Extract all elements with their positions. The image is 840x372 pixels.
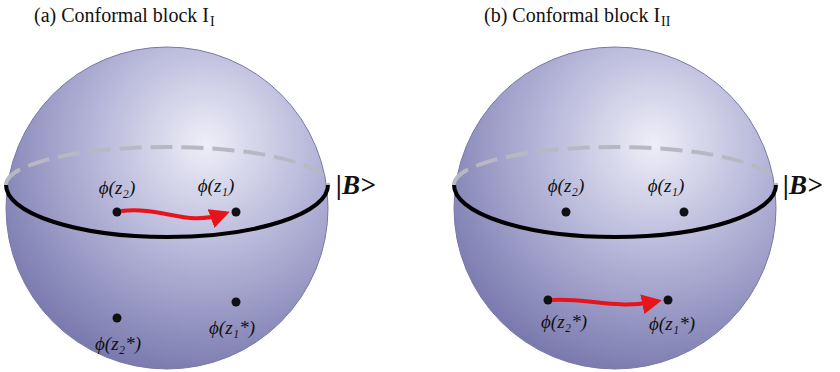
title-subscript: II [661, 14, 670, 29]
field-label: ϕ(z₂) [99, 178, 136, 199]
title-subscript: I [210, 14, 215, 29]
boundary-state: |B> [783, 171, 822, 201]
field-label: ϕ(z₂*) [541, 312, 587, 333]
field-label: ϕ(z₁*) [649, 314, 695, 335]
field-label: ϕ(z₂*) [95, 334, 141, 355]
field-label: ϕ(z₁*) [209, 318, 255, 339]
field-label: ϕ(z₂) [548, 176, 585, 197]
boundary-state: |B> [336, 171, 375, 201]
sphere-a [6, 47, 328, 369]
sphere-b [454, 47, 776, 369]
field-label: ϕ(z₁) [198, 176, 235, 197]
panel-title: (a) Conformal block I [34, 4, 209, 26]
panel-title: (b) Conformal block I [484, 4, 660, 26]
field-label: ϕ(z₁) [648, 176, 685, 197]
